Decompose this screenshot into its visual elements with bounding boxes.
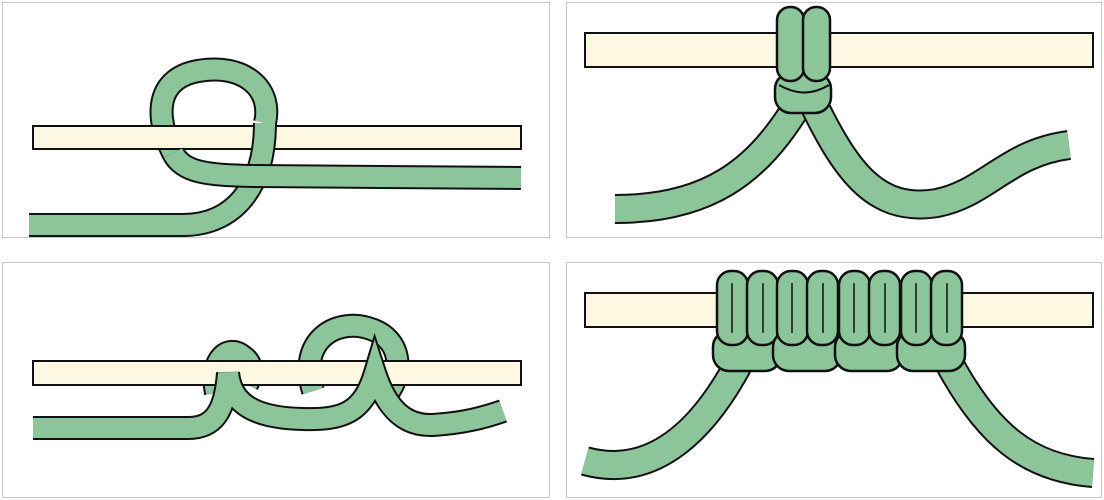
knot-2 [773,271,841,371]
knot-4 [897,271,965,371]
knot-row [713,271,965,371]
step-3-illustration [3,263,549,497]
panel-step-3 [2,262,550,498]
step-1-illustration [3,3,549,237]
bar [585,33,1093,67]
knot [775,7,831,113]
step-4-illustration [567,263,1101,497]
bar [33,361,521,385]
knot-1 [713,271,781,371]
rope-left-strand [585,363,739,465]
bar [33,126,521,149]
panel-step-4 [566,262,1102,498]
knot-3 [835,271,903,371]
panel-step-1 [2,2,550,238]
panel-step-2 [566,2,1102,238]
step-2-illustration [567,3,1101,237]
